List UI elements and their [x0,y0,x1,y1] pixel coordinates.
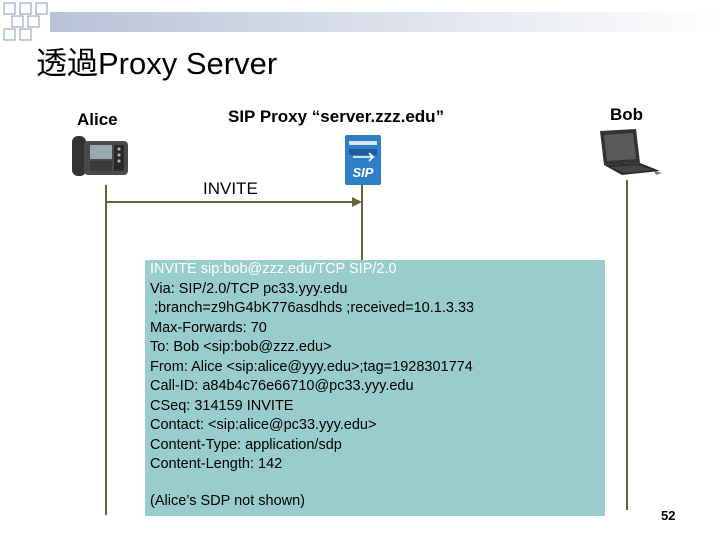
lifeline-proxy [361,185,363,260]
sip-logo-text: SIP [353,165,374,180]
sip-message-box: INVITE sip:bob@zzz.edu/TCP SIP/2.0 Via: … [145,260,605,516]
message-line: ;branch=z9hG4bK776asdhds ;received=10.1.… [150,300,475,316]
sip-server-icon: SIP [345,135,381,185]
message-line: Content-Length: 142 [150,456,283,472]
lifeline-alice [105,185,107,515]
message-line: Max-Forwards: 70 [150,319,267,336]
lifeline-bob [626,180,628,510]
actor-label-alice: Alice [77,110,118,129]
message-line: Content-Type: application/sdp [150,436,342,453]
slide-title: 透過Proxy Server [36,46,278,81]
message-line: CSeq: 314159 INVITE [150,397,294,414]
laptop-icon [600,129,662,175]
message-line: Call-ID: a84b4c76e66710@pc33.yyy.edu [150,378,414,394]
actor-label-bob: Bob [610,105,644,124]
header-decoration [3,2,720,41]
ip-phone-icon [72,136,128,176]
page-number: 52 [661,508,676,523]
message-line: To: Bob <sip:bob@zzz.edu> [150,339,332,355]
invite-arrow-label: INVITE [203,179,258,198]
message-line: INVITE sip:bob@zzz.edu/TCP SIP/2.0 [150,261,397,277]
message-line: From: Alice <sip:alice@yyy.edu>;tag=1928… [150,358,473,375]
message-line: Contact: <sip:alice@pc33.yyy.edu> [150,417,377,433]
sdp-note: (Alice’s SDP not shown) [150,493,306,509]
message-line: Via: SIP/2.0/TCP pc33.yyy.edu [150,280,348,297]
actor-label-proxy: SIP Proxy “server.zzz.edu” [228,107,445,126]
